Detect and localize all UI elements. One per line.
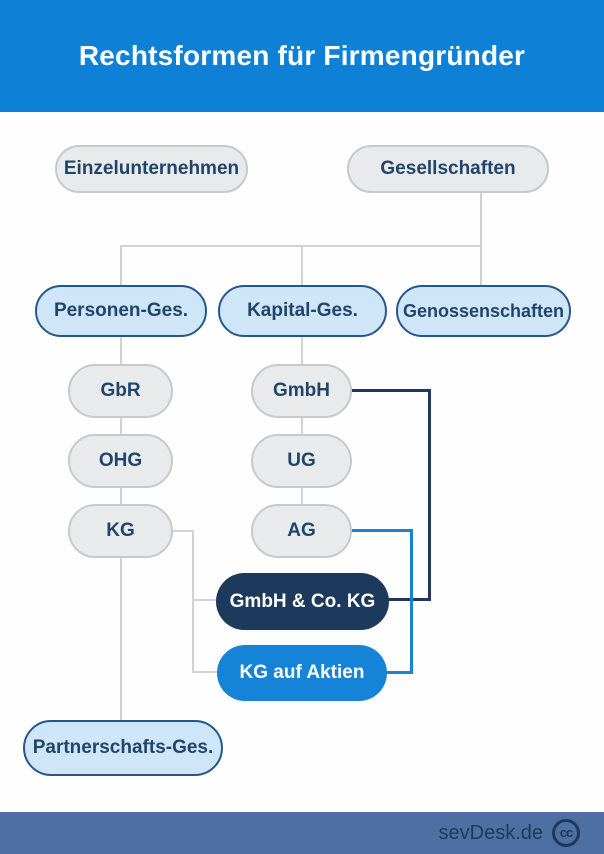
node-gesellschaften: Gesellschaften [347,145,549,193]
connector-ohg-kg [120,488,122,506]
node-gmbh: GmbH [251,364,352,418]
node-personen-ges: Personen-Ges. [35,285,207,337]
connector-ug-ag [301,488,303,506]
connector-personen-drop [120,245,122,287]
node-gmbh-co-kg: GmbH & Co. KG [216,573,389,630]
connector-kg-out [172,530,194,532]
connector-gmbh-ug [301,418,303,436]
connector-ag-vertical [410,529,413,674]
node-partnerschafts-ges: Partnerschafts-Ges. [23,720,223,776]
connector-kg-kgaufaktien [192,671,219,673]
node-genossenschaften: Genossenschaften [396,285,571,337]
connector-kg-vertical [192,530,194,673]
creative-commons-icon: cc [552,819,580,847]
connector-ag-kgaufaktien [385,671,413,674]
connector-kg-gmbhcokg [192,599,218,601]
connector-gmbh-vertical [428,389,431,601]
page-title: Rechtsformen für Firmengründer [78,40,526,71]
header-banner: Rechtsformen für Firmengründer [0,0,604,112]
brand-text: sevDesk.de [438,821,544,844]
connector-kg-partnerschafts [120,558,122,722]
node-ug: UG [251,434,352,488]
node-ag: AG [251,504,352,558]
connector-gbr-ohg [120,418,122,436]
node-gbr: GbR [68,364,173,418]
connector-gmbh-gmbhcokg [387,598,431,601]
connector-kapital-gmbh [301,337,303,366]
node-kg-auf-aktien: KG auf Aktien [217,645,387,701]
footer-bar: sevDesk.de cc [0,812,604,854]
connector-gesellschaften-drop [480,193,482,287]
connector-personen-gbr [120,337,122,366]
node-einzelunternehmen: Einzelunternehmen [55,145,248,193]
node-kapital-ges: Kapital-Ges. [218,285,387,337]
connector-kapital-drop [301,245,303,287]
node-ohg: OHG [68,434,173,488]
connector-gmbh-out [350,389,431,392]
connector-ag-out [350,529,413,532]
node-kg: KG [68,504,173,558]
